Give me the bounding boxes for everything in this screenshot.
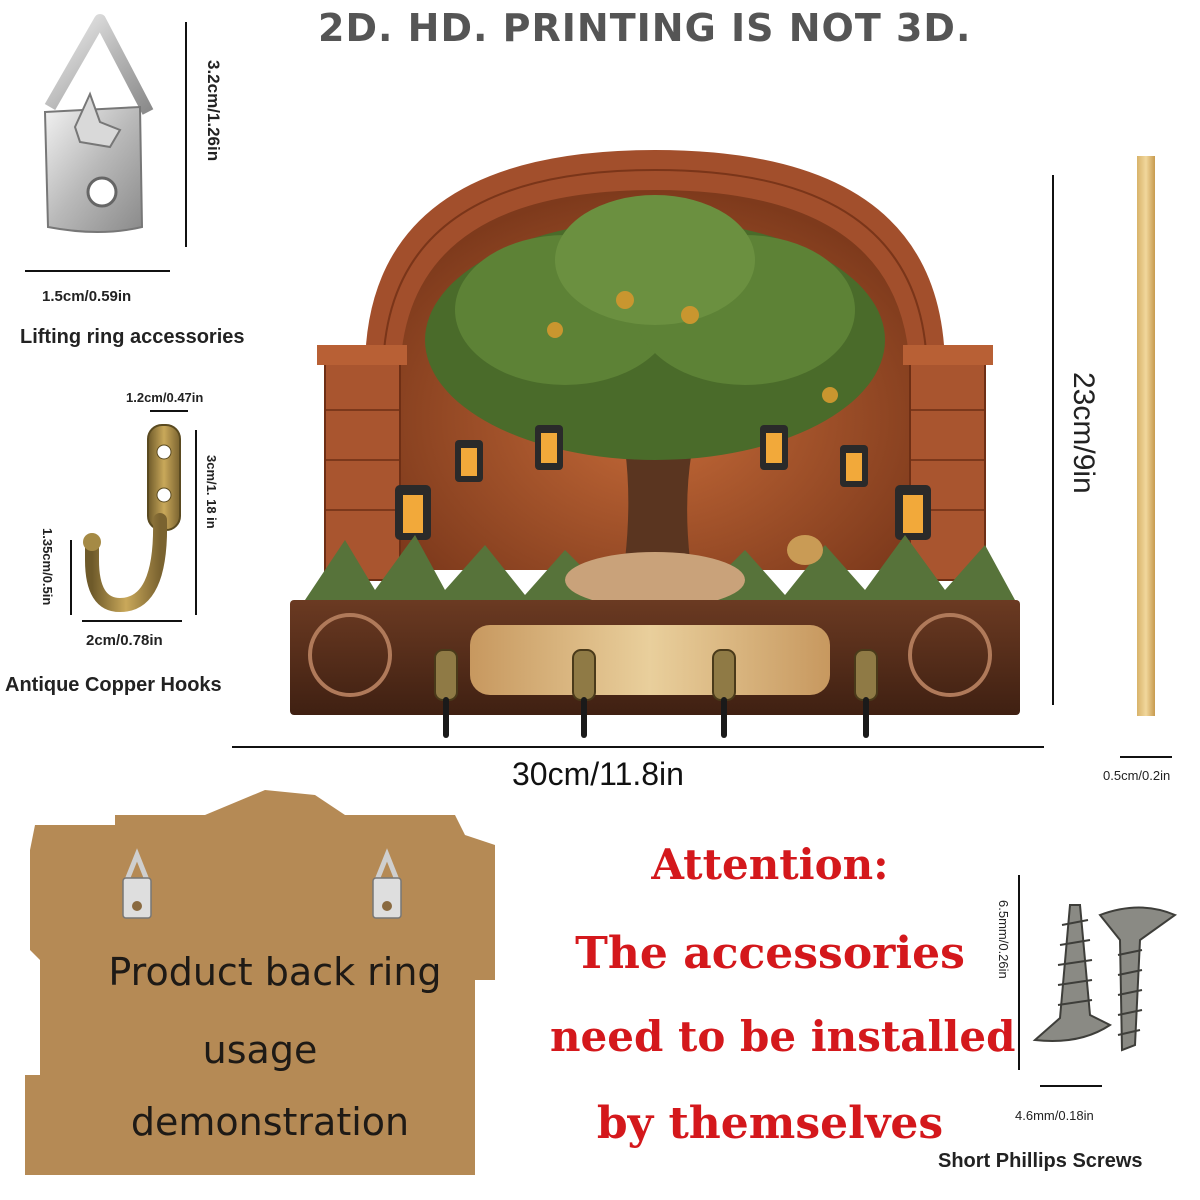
hook-height-label: 3cm/1. 18 in — [204, 455, 219, 529]
thickness-label: 0.5cm/0.2in — [1103, 768, 1171, 783]
hook-bottom-width-label: 2cm/0.78in — [86, 632, 163, 649]
product-back-board — [25, 790, 495, 1175]
hook-side-label: 1.35cm/0.5in — [40, 528, 55, 606]
thickness-side-view — [1137, 156, 1155, 716]
hook-top-width-arrow — [150, 410, 188, 412]
hook-caption: Antique Copper Hooks — [5, 674, 222, 696]
hook-height-arrow — [195, 430, 197, 615]
back-demo-line3: demonstration — [130, 1100, 410, 1144]
phillips-screws-icon — [1032, 904, 1178, 1052]
copper-hook-icon — [83, 424, 181, 613]
headline: 2D. HD. PRINTING IS NOT 3D. — [318, 6, 972, 50]
attention-title: Attention: — [651, 840, 889, 889]
screws-caption: Short Phillips Screws — [938, 1150, 1143, 1172]
ring-height-label: 3.2cm/1.26in — [204, 60, 223, 162]
product-width-label: 30cm/11.8in — [512, 756, 684, 792]
attention-line1: The accessories — [575, 928, 965, 979]
product-height-label: 23cm/9in — [1067, 372, 1100, 494]
attention-line2: need to be installed — [550, 1012, 1016, 1061]
screw-height-arrow — [1018, 875, 1020, 1070]
back-demo-line1: Product back ring — [108, 950, 442, 994]
product-width-arrow — [232, 746, 1044, 748]
screw-width-arrow — [1040, 1085, 1102, 1087]
hook-top-width-label: 1.2cm/0.47in — [126, 390, 204, 405]
hook-bottom-arrow — [82, 620, 182, 622]
ring-height-arrow — [185, 22, 187, 247]
tree-key-holder-product — [290, 150, 1020, 738]
screw-height-label: 6.5mm/0.26in — [996, 900, 1011, 979]
ring-width-arrow — [25, 270, 170, 272]
lifting-ring-icon — [43, 14, 154, 233]
ring-width-label: 1.5cm/0.59in — [42, 288, 132, 305]
screw-width-label: 4.6mm/0.18in — [1015, 1108, 1094, 1123]
product-height-arrow — [1052, 175, 1054, 705]
thickness-arrow — [1120, 756, 1172, 758]
attention-line3: by themselves — [596, 1098, 944, 1149]
back-demo-line2: usage — [202, 1028, 318, 1072]
hook-side-arrow — [70, 540, 72, 615]
lifting-ring-caption: Lifting ring accessories — [20, 326, 245, 348]
